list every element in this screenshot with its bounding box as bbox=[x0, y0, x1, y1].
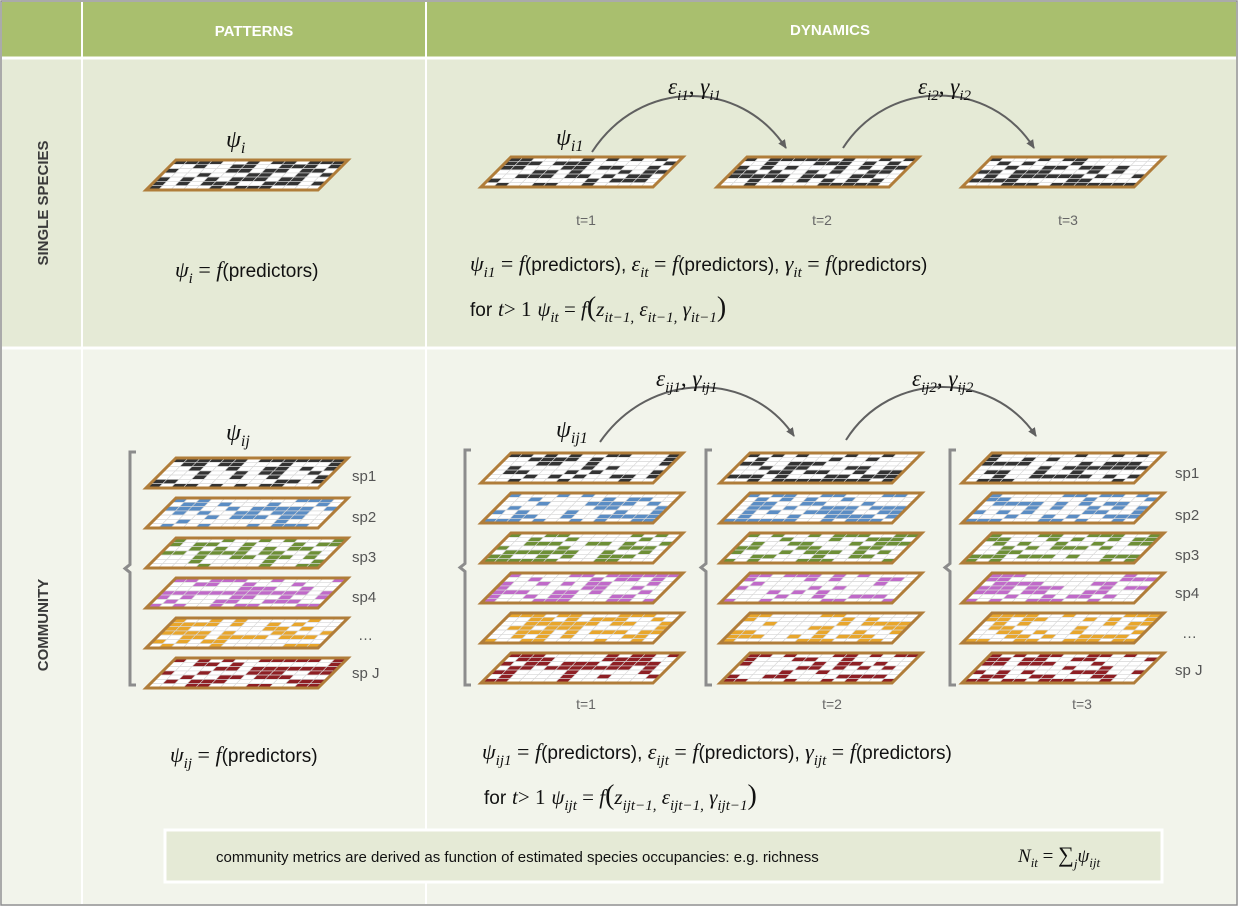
dyn-stack-t1-layer-3 bbox=[477, 531, 687, 565]
dyn-stack-t1-layer-6 bbox=[477, 651, 687, 685]
header-row bbox=[2, 2, 1236, 58]
dyn-stack-t1-layer-4 bbox=[477, 571, 687, 605]
community-pattern-symbol: ψij bbox=[226, 420, 250, 450]
single-time-label-3: t=3 bbox=[1058, 212, 1078, 228]
single-pattern-formula: ψi = f(predictors) bbox=[175, 257, 318, 287]
dyn-stack-t1-layer-2 bbox=[477, 491, 687, 525]
community-time-label-1: t=1 bbox=[576, 696, 596, 712]
dyn-stack-t3-layer-5 bbox=[958, 611, 1168, 645]
dyn-stack-t2-layer-4 bbox=[716, 571, 926, 605]
pattern-stack-layer-3 bbox=[142, 536, 352, 570]
dyn-bracket-t2 bbox=[698, 448, 712, 687]
dyn-bracket-t1 bbox=[457, 448, 471, 687]
row-label-community: COMMUNITY bbox=[35, 579, 52, 672]
single-dyn-grid-t1 bbox=[477, 155, 687, 189]
dyn-stack-t2-layer-5 bbox=[716, 611, 926, 645]
community-time-label-3: t=3 bbox=[1072, 696, 1092, 712]
single-dyn-grid-t2 bbox=[713, 155, 923, 189]
dyn-stack-t3-layer-1 bbox=[958, 451, 1168, 485]
pattern-stack-layer-5 bbox=[142, 616, 352, 650]
community-dyn-equation-2: for t> 1 ψijt = f(zijt−1, εijt−1, γijt−1… bbox=[484, 780, 757, 814]
header-patterns: PATTERNS bbox=[215, 23, 294, 40]
metrics-text: community metrics are derived as functio… bbox=[216, 849, 819, 866]
community-dyn-start-symbol: ψij1 bbox=[556, 417, 588, 447]
occupancy-grids bbox=[142, 155, 1168, 690]
dyn-bracket-t3 bbox=[942, 448, 956, 687]
dyn-species-label-6: sp J bbox=[1175, 662, 1203, 679]
pattern-species-label-4: sp4 bbox=[352, 589, 376, 606]
community-time-label-2: t=2 bbox=[822, 696, 842, 712]
community-dyn-equation-1: ψij1 = f(predictors), εijt = f(predictor… bbox=[482, 739, 952, 769]
arrow-single-t2-t3 bbox=[842, 94, 1035, 149]
species-brackets bbox=[122, 448, 956, 687]
dyn-stack-t3-layer-4 bbox=[958, 571, 1168, 605]
dyn-stack-t2-layer-1 bbox=[716, 451, 926, 485]
arrow-community-t2-t3 bbox=[845, 386, 1037, 441]
metrics-box bbox=[163, 828, 1164, 884]
pattern-stack-layer-2 bbox=[142, 496, 352, 530]
pattern-species-label-6: sp J bbox=[352, 665, 380, 682]
dyn-species-label-3: sp3 bbox=[1175, 547, 1199, 564]
dyn-species-label-1: sp1 bbox=[1175, 465, 1199, 482]
dyn-stack-t3-layer-2 bbox=[958, 491, 1168, 525]
metrics-formula: Nit = ∑jψijt bbox=[1017, 842, 1100, 871]
dyn-species-label-5: … bbox=[1182, 625, 1197, 642]
dyn-stack-t3-layer-3 bbox=[958, 531, 1168, 565]
single-transition-2: εi2, γi2 bbox=[918, 74, 971, 104]
dyn-stack-t2-layer-2 bbox=[716, 491, 926, 525]
arrow-community-t1-t2 bbox=[599, 386, 795, 443]
dyn-stack-t2-layer-3 bbox=[716, 531, 926, 565]
single-pattern-grid bbox=[142, 158, 352, 192]
dyn-stack-t3-layer-6 bbox=[958, 651, 1168, 685]
pattern-stack-layer-1 bbox=[142, 456, 352, 490]
pattern-species-label-5: … bbox=[358, 627, 373, 644]
pattern-stack-layer-6 bbox=[142, 656, 352, 690]
single-pattern-symbol: ψi bbox=[226, 127, 245, 157]
dyn-stack-t1-layer-1 bbox=[477, 451, 687, 485]
dyn-species-label-2: sp2 bbox=[1175, 507, 1199, 524]
pattern-species-label-1: sp1 bbox=[352, 468, 376, 485]
single-dyn-grid-t3 bbox=[958, 155, 1168, 189]
header-dynamics: DYNAMICS bbox=[790, 22, 870, 39]
community-transition-1: εij1, γij1 bbox=[656, 366, 717, 396]
community-transition-2: εij2, γij2 bbox=[912, 366, 974, 396]
pattern-species-label-2: sp2 bbox=[352, 509, 376, 526]
single-dyn-equation-2: for t> 1 ψit = f(zit−1, εit−1, γit−1) bbox=[470, 292, 726, 326]
pattern-species-label-3: sp3 bbox=[352, 549, 376, 566]
pattern-stack-layer-4 bbox=[142, 576, 352, 610]
single-time-label-1: t=1 bbox=[576, 212, 596, 228]
single-dyn-equation-1: ψi1 = f(predictors), εit = f(predictors)… bbox=[470, 251, 927, 281]
single-species-row bbox=[2, 58, 1236, 348]
dyn-stack-t2-layer-6 bbox=[716, 651, 926, 685]
single-transition-1: εi1, γi1 bbox=[668, 74, 721, 104]
single-time-label-2: t=2 bbox=[812, 212, 832, 228]
dyn-stack-t1-layer-5 bbox=[477, 611, 687, 645]
single-dyn-start-symbol: ψi1 bbox=[556, 125, 583, 155]
row-label-single-species: SINGLE SPECIES bbox=[35, 140, 52, 265]
community-pattern-formula: ψij = f(predictors) bbox=[170, 742, 318, 772]
arrow-single-t1-t2 bbox=[591, 95, 787, 153]
pattern-bracket bbox=[122, 450, 136, 687]
dyn-species-label-4: sp4 bbox=[1175, 585, 1199, 602]
